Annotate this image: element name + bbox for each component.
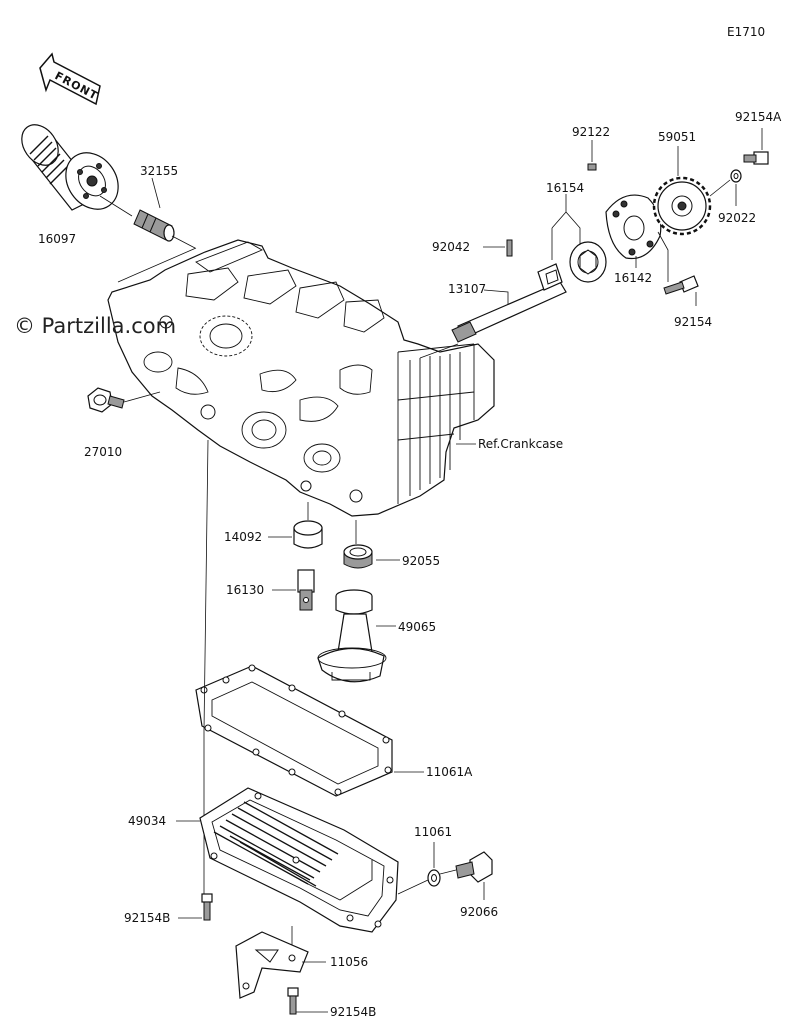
part-label-92042: 92042 [432, 240, 470, 254]
pin-icon [506, 239, 513, 257]
part-label-32155: 32155 [140, 164, 178, 178]
oil-strainer-icon [317, 589, 387, 683]
part-label-49034: 49034 [128, 814, 166, 828]
bolt-icon [743, 151, 769, 165]
pump-cover-icon [605, 194, 662, 260]
part-label-13107: 13107 [448, 282, 486, 296]
part-label-16142: 16142 [614, 271, 652, 285]
part-label-49065: 49065 [398, 620, 436, 634]
part-label-11061A: 11061A [426, 765, 473, 779]
bracket-icon [235, 931, 309, 999]
part-label-59051: 59051 [658, 130, 696, 144]
washer-icon [730, 169, 742, 183]
front-arrow-icon: FRONT [39, 52, 101, 106]
part-label-92122: 92122 [572, 125, 610, 139]
part-label-16154: 16154 [546, 181, 584, 195]
drain-washer-icon [427, 869, 441, 887]
part-label-92154B-1: 92154B [124, 911, 170, 925]
ref-crankcase-label: Ref.Crankcase [478, 437, 563, 451]
oil-filter-icon [21, 124, 119, 211]
gasket-icon [195, 664, 393, 797]
gear-icon [652, 176, 712, 236]
part-label-92154B-2: 92154B [330, 1005, 376, 1019]
watermark: © Partzilla.com [14, 314, 176, 338]
part-label-16130: 16130 [226, 583, 264, 597]
part-label-92066: 92066 [460, 905, 498, 919]
dowel-pin-icon [587, 163, 597, 171]
drain-plug-icon [455, 851, 493, 883]
part-label-16097: 16097 [38, 232, 76, 246]
part-label-14092: 14092 [224, 530, 262, 544]
fitting-icon [133, 209, 175, 242]
bolt-icon [287, 987, 299, 1015]
cap-icon [293, 520, 323, 549]
part-label-92055: 92055 [402, 554, 440, 568]
part-label-27010: 27010 [84, 445, 122, 459]
part-label-11061: 11061 [414, 825, 452, 839]
part-label-92154: 92154 [674, 315, 712, 329]
crankcase-icon [107, 239, 495, 517]
part-label-11056: 11056 [330, 955, 368, 969]
pump-shaft-icon [451, 281, 567, 343]
relief-valve-icon [297, 569, 315, 611]
bolt-icon [663, 275, 699, 295]
pump-rotor-icon [537, 241, 607, 291]
drain-bolt-icon [87, 387, 125, 413]
part-label-92154A: 92154A [735, 110, 782, 124]
bolt-icon [201, 893, 213, 921]
part-label-92022: 92022 [718, 211, 756, 225]
diagram-code: E1710 [727, 25, 765, 39]
oil-pan-icon [199, 787, 399, 933]
oil-seal-icon [343, 544, 373, 569]
